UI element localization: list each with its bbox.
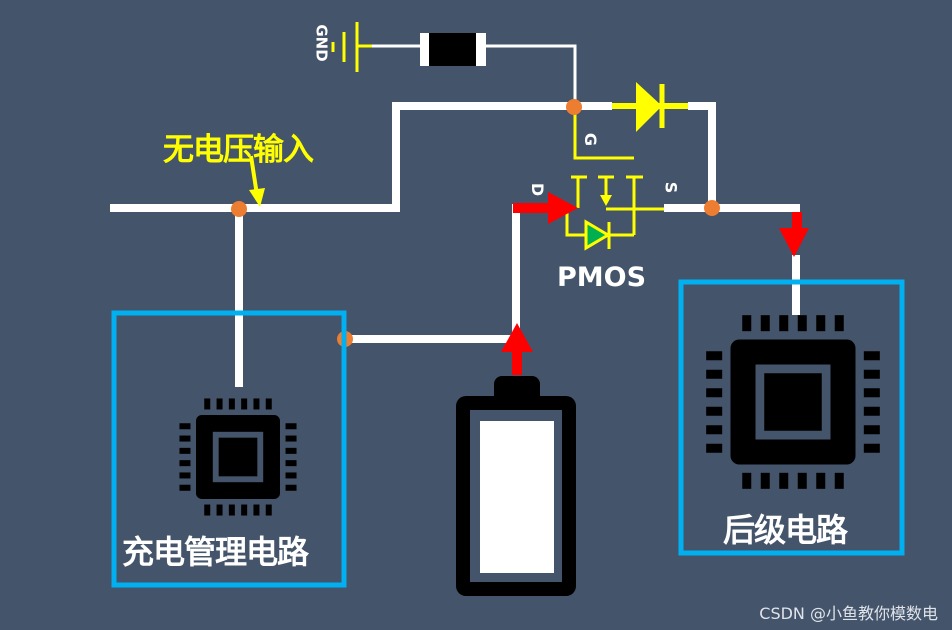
pmos-symbol [565, 175, 664, 237]
annotation-arrow-icon [249, 155, 265, 207]
junction-dot [231, 201, 247, 217]
pmos-gate-arrow [600, 195, 612, 206]
junction-dot [704, 200, 720, 216]
resistor-wire-2 [484, 44, 577, 106]
downstream-circuit-block [678, 279, 905, 556]
current-arrows [501, 192, 809, 375]
gate-wire [573, 106, 634, 160]
gate-pin-label: G [581, 132, 601, 147]
diode-icon [612, 82, 688, 132]
downstream-circuit-label: 后级电路 [723, 511, 848, 549]
arrow-down-icon [779, 212, 809, 257]
source-pin-label: S [661, 181, 681, 194]
arrow-up-icon [501, 323, 533, 375]
ground-icon [331, 22, 372, 72]
charge-management-block [111, 310, 347, 588]
charge-management-label: 充电管理电路 [122, 533, 309, 571]
watermark: CSDN @小鱼教你模数电 [759, 604, 938, 623]
battery-charge-level [480, 421, 554, 573]
ground-label: GND [312, 24, 331, 62]
battery-icon [456, 376, 576, 596]
arrow-right-icon [513, 192, 578, 224]
chip-icon [706, 315, 880, 489]
junction-dot [566, 99, 582, 115]
body-diode-icon [584, 219, 611, 251]
source-wire [664, 204, 800, 240]
chip-icon [179, 398, 297, 516]
drain-pin-label: D [528, 182, 548, 197]
diode-out-wire [688, 102, 716, 208]
input-wire [110, 102, 574, 212]
resistor-icon [420, 33, 486, 66]
battery-wire [345, 204, 530, 343]
pmos-label: PMOS [557, 262, 647, 293]
no-voltage-input-label: 无电压输入 [163, 132, 314, 168]
